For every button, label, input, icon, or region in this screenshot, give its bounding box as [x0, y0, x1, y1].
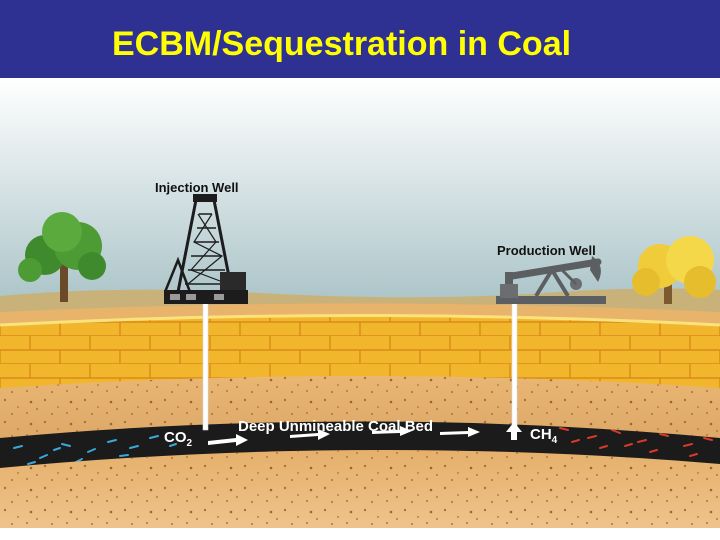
- sky: [0, 78, 720, 308]
- production-well-pipe: [511, 299, 518, 427]
- flow-arrows: [208, 426, 480, 446]
- pumpjack-icon: [496, 256, 606, 304]
- injection-well-pipe: [202, 299, 209, 431]
- co2-label: CO2: [164, 429, 193, 449]
- ch4-label: CH4: [530, 426, 558, 446]
- brick-rock-layer: [0, 315, 720, 392]
- production-well-label: Production Well: [497, 243, 596, 258]
- green-tree-icon: [18, 212, 106, 302]
- title-bar: ECBM/Sequestration in Coal: [0, 0, 720, 78]
- coal-bed: [0, 421, 720, 472]
- injection-well-label: Injection Well: [155, 180, 239, 195]
- ecbm-diagram: Injection Well Production Well Deep Unmi…: [0, 78, 720, 540]
- drilling-rig-icon: [163, 194, 248, 304]
- ch4-up-arrow: [506, 422, 522, 440]
- coal-bed-label: Deep Unmineable Coal Bed: [238, 418, 433, 435]
- slide-title: ECBM/Sequestration in Coal: [112, 25, 572, 63]
- yellow-tree-icon: [632, 236, 716, 304]
- coal-gas-flecks: [13, 427, 713, 465]
